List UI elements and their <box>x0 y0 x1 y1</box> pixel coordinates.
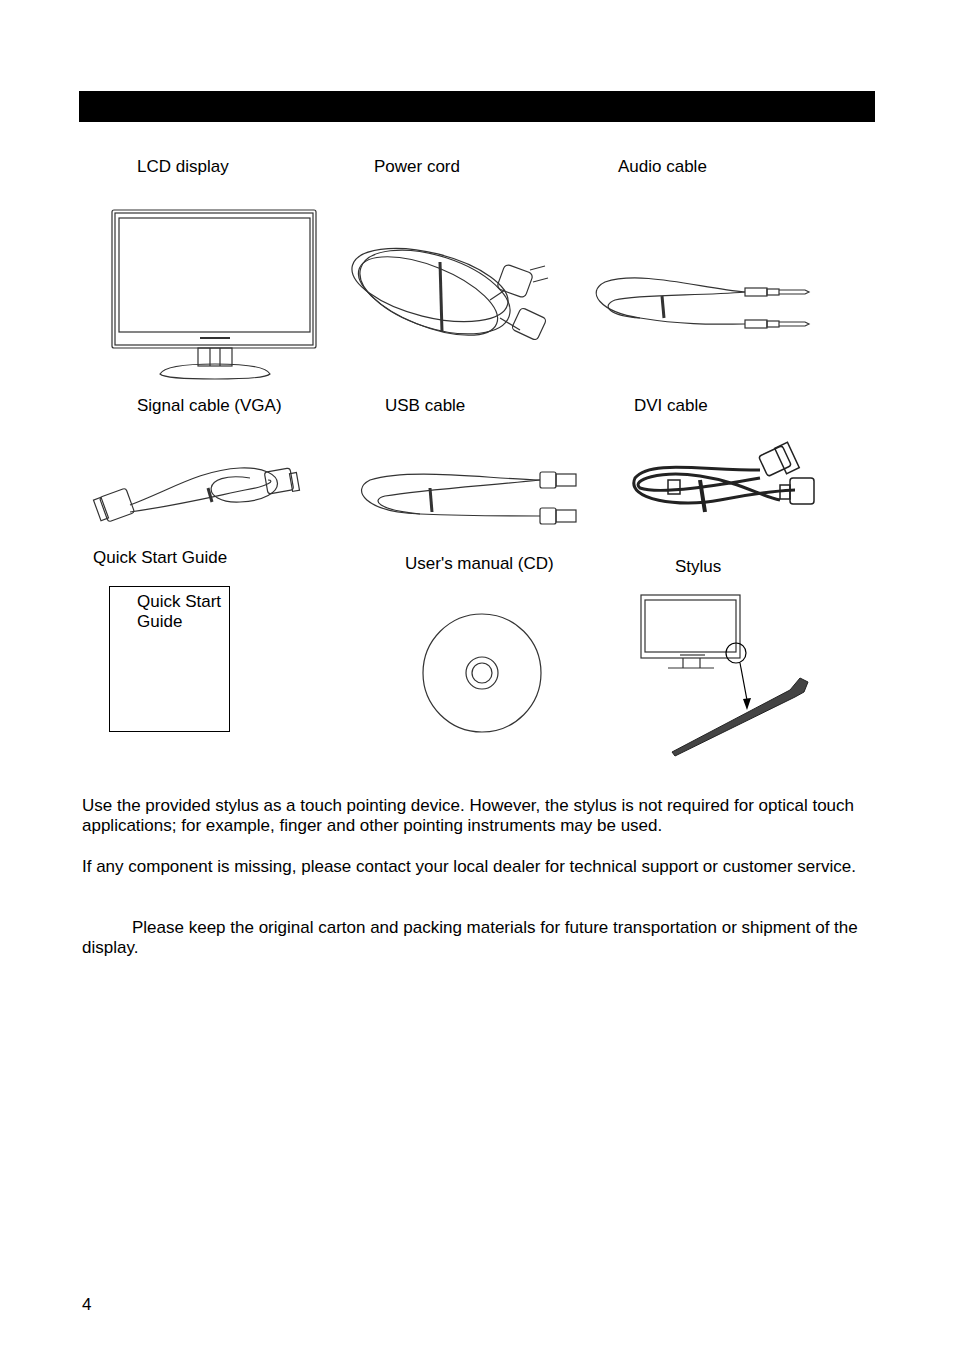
dvi-cable-figure <box>634 467 795 512</box>
booklet-box: Quick Start Guide <box>109 586 230 732</box>
item-label: User's manual (CD) <box>405 554 625 574</box>
cd-figure <box>423 614 541 732</box>
stylus-figure <box>641 595 747 700</box>
title-bar <box>79 91 875 122</box>
audio-cable-figure <box>596 278 809 328</box>
item-label: Quick Start Guide <box>93 548 313 568</box>
item-label: Audio cable <box>618 157 818 177</box>
item-label: Power cord <box>374 157 574 177</box>
lcd-display-figure <box>112 210 316 379</box>
item-label: Signal cable (VGA) <box>137 396 357 416</box>
note-paragraph: Please keep the original carton and pack… <box>82 918 872 958</box>
booklet-title: Quick Start Guide <box>137 592 225 632</box>
usb-cable-figure <box>362 472 576 524</box>
power-cord-figure <box>345 234 548 352</box>
item-label: LCD display <box>137 157 337 177</box>
page-number: 4 <box>82 1295 122 1315</box>
note-paragraph: Use the provided stylus as a touch point… <box>82 796 862 836</box>
item-label: USB cable <box>385 396 585 416</box>
item-label: DVI cable <box>634 396 834 416</box>
item-label: Stylus <box>675 557 825 577</box>
vga-cable-figure <box>93 468 299 522</box>
note-paragraph: If any component is missing, please cont… <box>82 857 862 877</box>
